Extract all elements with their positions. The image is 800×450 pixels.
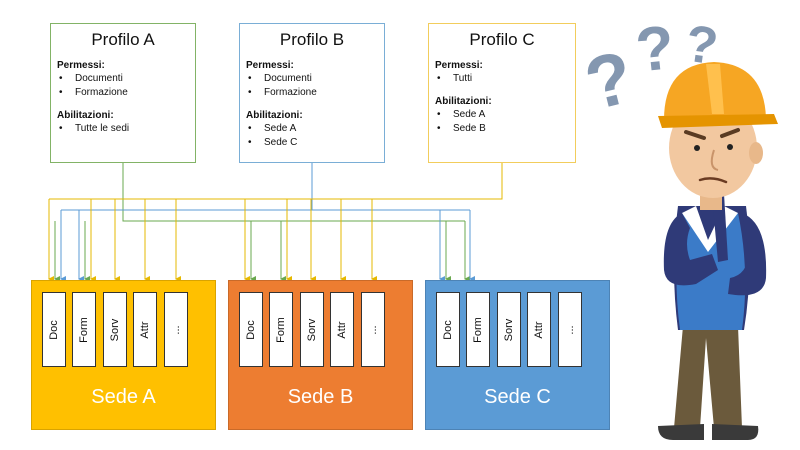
profile-b-sites-label: Abilitazioni: [246,110,303,121]
profile-a-permissions: Documenti Formazione [57,72,189,100]
list-item: Tutti [435,72,569,86]
profile-c-permissions: Tutti [435,72,569,86]
profile-a-title: Profilo A [91,30,155,49]
module-label: ... [170,324,182,335]
profile-b-links [60,163,475,282]
module-doc: Doc [42,292,66,367]
site-b-box: Doc Form Sorv Attr ... Sede B [228,280,413,430]
list-item: Documenti [57,72,189,86]
module-label: Attr [139,320,151,339]
module-sorv: Sorv [300,292,324,367]
list-item: Sede A [246,122,378,136]
svg-text:?: ? [578,35,641,126]
module-sorv: Sorv [103,292,127,367]
profile-c-title: Profilo C [469,30,535,49]
list-item: Tutte le sedi [57,122,189,136]
module-label: Form [78,316,90,343]
profile-c-sites: Sede A Sede B [435,108,569,136]
module-label: Doc [48,319,60,340]
module-label: Form [472,316,484,343]
profile-b-title: Profilo B [279,30,345,49]
module-form: Form [466,292,490,367]
profile-c-sites-label: Abilitazioni: [435,96,492,107]
module-sorv: Sorv [497,292,521,367]
list-item: Sede A [435,108,569,122]
module-label: Sorv [503,318,515,341]
profile-a-box: Profilo A Permessi: Documenti Formazione… [50,23,196,163]
profile-a-sites-label: Abilitazioni: [57,110,114,121]
profile-a-permissions-label: Permessi: [57,60,105,71]
module-label: ... [367,324,379,335]
list-item: Sede B [435,122,569,136]
profile-c-links [48,163,503,282]
profile-b-permissions: Documenti Formazione [246,72,378,100]
module-label: Doc [245,319,257,340]
module-label: Attr [336,320,348,339]
svg-text:?: ? [633,13,678,86]
profile-c-box: Profilo C Permessi: Tutti Abilitazioni: … [428,23,576,163]
site-c-name: Sede C [484,386,551,408]
profile-c-permissions-label: Permessi: [435,60,483,71]
module-label: Sorv [306,318,318,341]
module-attr: Attr [527,292,551,367]
module-doc: Doc [436,292,460,367]
module-doc: Doc [239,292,263,367]
module-label: Attr [533,320,545,339]
module-more: ... [558,292,582,367]
profile-a-sites: Tutte le sedi [57,122,189,136]
list-item: Documenti [246,72,378,86]
module-attr: Attr [133,292,157,367]
site-a-box: Doc Form Sorv Attr ... Sede A [31,280,216,430]
confused-worker-icon: ? ? ? [578,13,778,440]
module-more: ... [164,292,188,367]
list-item: Formazione [246,86,378,100]
profile-a-links [54,163,470,282]
module-label: Doc [442,319,454,340]
profile-b-box: Profilo B Permessi: Documenti Formazione… [239,23,385,163]
profile-b-sites: Sede A Sede C [246,122,378,150]
list-item: Formazione [57,86,189,100]
profile-b-permissions-label: Permessi: [246,60,294,71]
module-form: Form [269,292,293,367]
site-c-box: Doc Form Sorv Attr ... Sede C [425,280,610,430]
site-b-name: Sede B [287,386,354,408]
list-item: Sede C [246,136,378,150]
module-label: Form [275,316,287,343]
module-attr: Attr [330,292,354,367]
module-form: Form [72,292,96,367]
module-label: Sorv [109,318,121,341]
module-label: ... [564,324,576,335]
module-more: ... [361,292,385,367]
site-a-name: Sede A [91,386,156,408]
